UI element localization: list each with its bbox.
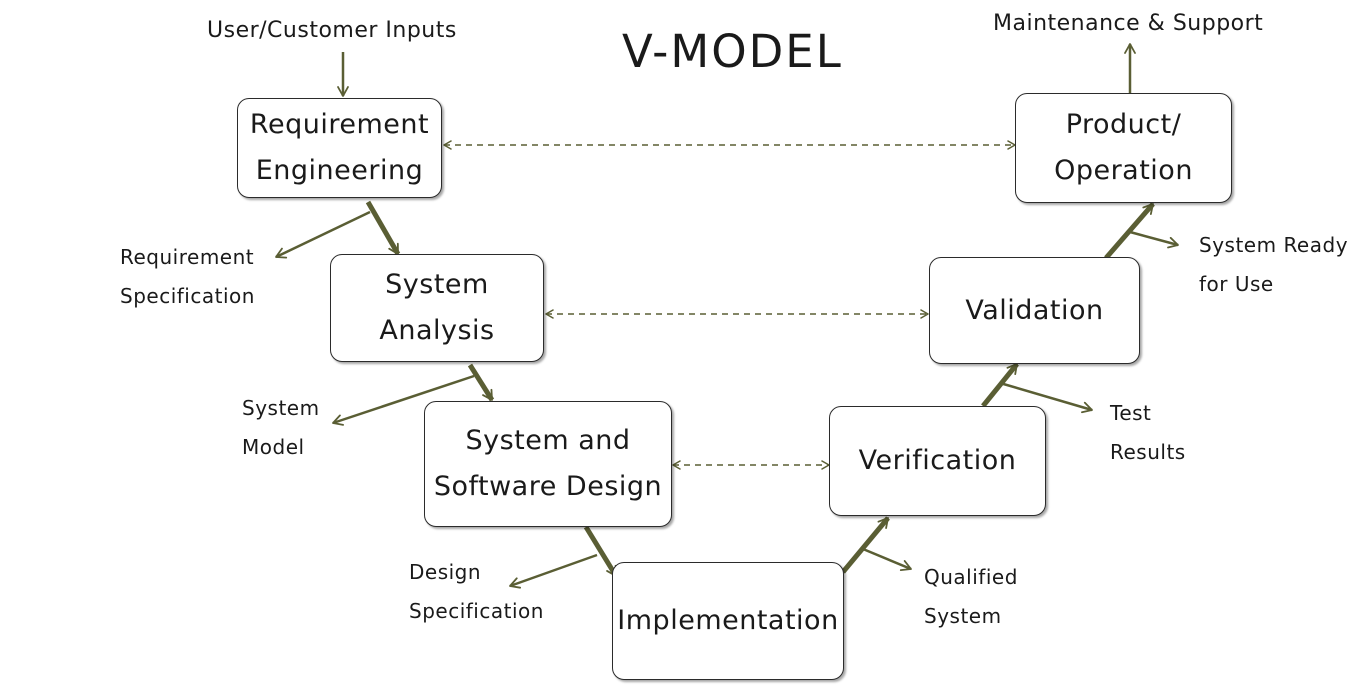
phase-verification: Verification bbox=[829, 406, 1046, 516]
test-results-label: Test Results bbox=[1110, 401, 1186, 464]
system-model-label: System Model bbox=[242, 396, 320, 459]
flow-req-to-analysis bbox=[365, 200, 401, 256]
branch-qualified-system bbox=[862, 547, 912, 572]
design-spec-label: Design Specification bbox=[409, 560, 544, 623]
qualified-system-label: Qualified System bbox=[924, 565, 1018, 628]
branch-test-results bbox=[999, 381, 1093, 414]
requirement-spec-label: Requirement Specification bbox=[120, 245, 255, 308]
user-inputs-label: User/Customer Inputs bbox=[207, 18, 457, 43]
phase-requirement-engineering: Requirement Engineering bbox=[237, 98, 442, 198]
branch-design-spec bbox=[509, 553, 598, 589]
phase-system-analysis: System Analysis bbox=[330, 254, 544, 362]
phase-system-software-design: System and Software Design bbox=[424, 401, 672, 527]
flow-verification-to-validation bbox=[981, 362, 1019, 408]
flow-impl-to-verification bbox=[841, 516, 890, 574]
phase-product-operation: Product/ Operation bbox=[1015, 93, 1232, 203]
branch-system-ready bbox=[1129, 230, 1179, 249]
branch-system-model bbox=[332, 374, 475, 426]
maintenance-label: Maintenance & Support bbox=[993, 11, 1264, 36]
flow-analysis-to-design bbox=[467, 363, 495, 402]
phase-implementation: Implementation bbox=[612, 562, 844, 680]
flow-validation-to-product bbox=[1104, 202, 1155, 260]
system-ready-label: System Ready for Use bbox=[1199, 233, 1349, 296]
diagram-title: V-MODEL bbox=[622, 25, 843, 78]
branch-requirement-spec bbox=[275, 210, 371, 259]
phase-validation: Validation bbox=[929, 257, 1140, 364]
flow-design-to-impl bbox=[583, 525, 619, 578]
